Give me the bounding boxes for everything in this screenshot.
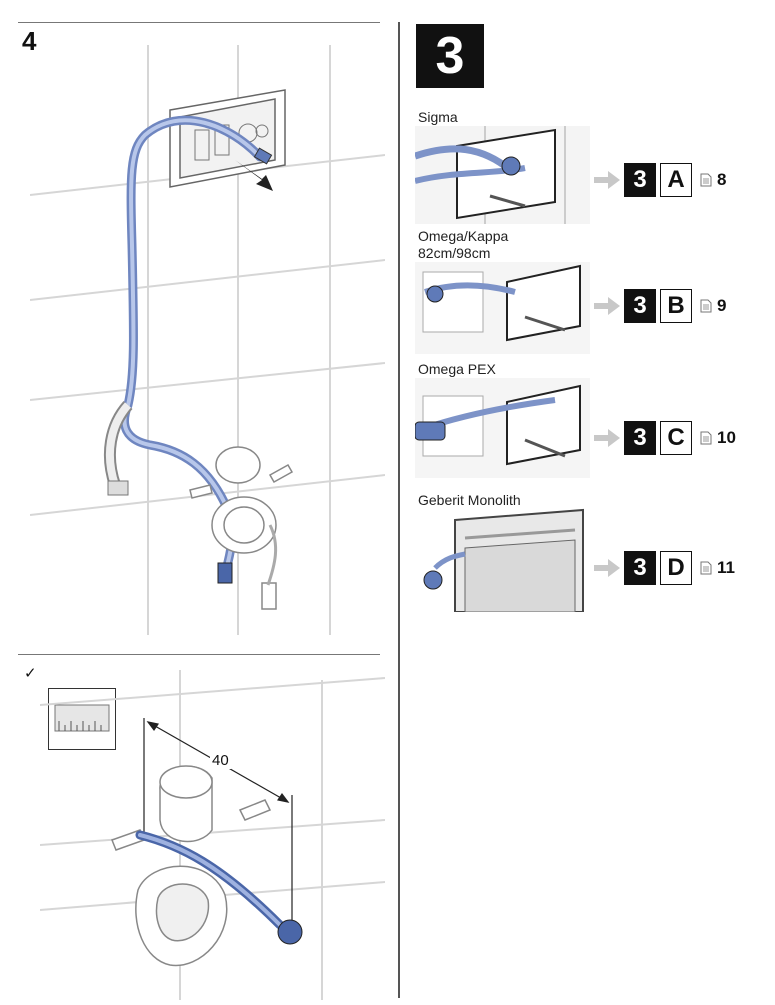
step-box: 3	[624, 551, 656, 585]
document-icon	[700, 561, 712, 575]
right-arrow-icon	[594, 559, 620, 577]
omega-pex-illustration	[415, 378, 590, 478]
page-reference[interactable]: 8	[700, 170, 726, 190]
page-number: 8	[717, 170, 727, 189]
option-label-geberit-monolith: Geberit Monolith	[418, 492, 521, 508]
step-box: 3	[624, 421, 656, 455]
pull-arrow-icon	[235, 160, 273, 191]
check-mark: ✓	[24, 665, 37, 682]
right-arrow-icon	[594, 429, 620, 447]
step-number-box: 3	[416, 24, 484, 88]
document-icon	[700, 173, 712, 187]
measuring-tape-icon	[48, 688, 116, 750]
page-reference[interactable]: 10	[700, 428, 736, 448]
page-reference[interactable]: 11	[700, 558, 735, 578]
document-icon	[700, 299, 712, 313]
right-arrow-icon	[594, 171, 620, 189]
step-box: 3	[624, 163, 656, 197]
option-label-omega-pex: Omega PEX	[418, 361, 496, 377]
right-arrow-icon	[594, 297, 620, 315]
dimension-label: 40	[210, 752, 231, 769]
geberit-monolith-illustration	[423, 508, 584, 612]
page-reference[interactable]: 9	[700, 296, 726, 316]
mid-rule-left	[18, 654, 380, 655]
step-4-illustration	[30, 45, 385, 635]
page-number: 11	[717, 558, 735, 577]
option-label-omega-kappa: Omega/Kappa 82cm/98cm	[418, 228, 509, 261]
option-nav-b[interactable]: 3 B 9	[594, 289, 726, 323]
option-nav-d[interactable]: 3 D 11	[594, 551, 735, 585]
omega-kappa-illustration	[415, 262, 590, 354]
document-icon	[700, 431, 712, 445]
option-label-sigma: Sigma	[418, 109, 458, 125]
page-number: 10	[717, 428, 736, 447]
letter-box: D	[660, 551, 692, 585]
sigma-illustration	[415, 126, 590, 224]
letter-box: B	[660, 289, 692, 323]
option-nav-c[interactable]: 3 C 10	[594, 421, 736, 455]
step-number: 4	[22, 26, 37, 56]
letter-box: A	[660, 163, 692, 197]
step-box: 3	[624, 289, 656, 323]
column-divider	[398, 22, 400, 998]
hose-measure-illustration	[40, 670, 385, 1000]
option-nav-a[interactable]: 3 A 8	[594, 163, 726, 197]
page-number: 9	[717, 296, 727, 315]
letter-box: C	[660, 421, 692, 455]
top-rule-left	[18, 22, 380, 23]
